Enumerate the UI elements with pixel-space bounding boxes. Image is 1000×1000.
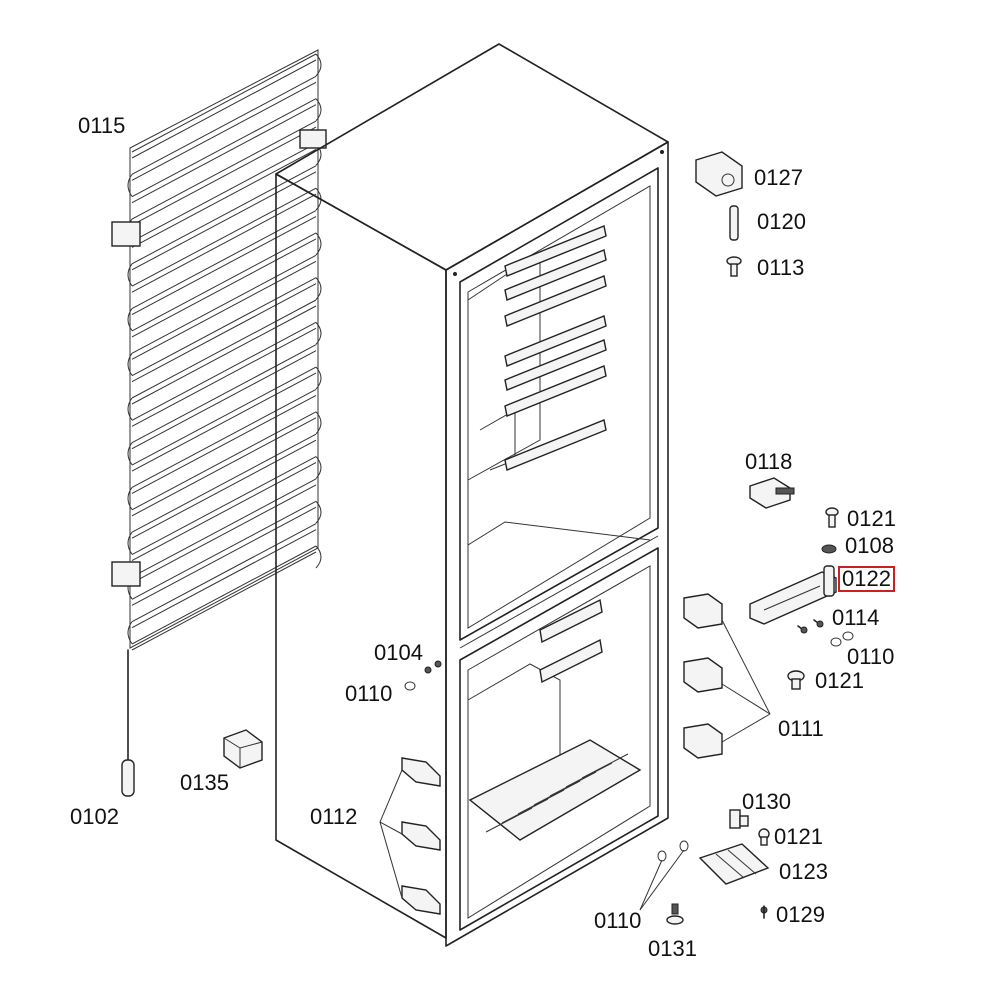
- hinge-cap-parts-0112: [379, 757, 441, 915]
- hinge-pin-part-0120: [729, 205, 739, 241]
- callout-label-0121-middle: 0121: [815, 668, 864, 693]
- top-hinge-part-0127: [695, 151, 743, 197]
- callout-label-0122-highlighted: 0122: [838, 566, 895, 592]
- washer-part-0110-left: [404, 681, 416, 691]
- callout-label-0113: 0113: [757, 255, 805, 280]
- part-0130: [729, 809, 749, 829]
- screw-part-0121-middle: [787, 670, 805, 690]
- callout-label-0118: 0118: [745, 449, 793, 474]
- callout-label-0110-left: 0110: [345, 681, 393, 706]
- callout-label-0130: 0130: [742, 789, 791, 814]
- callout-label-0110-right: 0110: [847, 644, 895, 669]
- callout-label-0121-bottom: 0121: [774, 824, 823, 849]
- screw-part-0113: [726, 256, 742, 277]
- foot-part-0131: [666, 903, 684, 925]
- callout-label-0115: 0115: [78, 113, 126, 138]
- spacer-blocks-part-0111: [683, 593, 771, 759]
- washers-part-0110-right: [830, 631, 854, 647]
- middle-hinge-part-0122: [749, 565, 837, 625]
- callout-label-0129: 0129: [776, 902, 825, 927]
- condenser-coil-part: [111, 49, 327, 797]
- bracket-part-0118: [749, 477, 795, 509]
- callout-label-0108: 0108: [845, 533, 894, 558]
- screw-part-0121-top: [825, 507, 839, 528]
- callout-label-0104: 0104: [374, 640, 423, 665]
- callout-label-0112: 0112: [310, 804, 358, 829]
- callout-label-0102: 0102: [70, 804, 119, 829]
- bottom-hinge-plate-part-0123: [698, 843, 770, 885]
- screw-part-0121-bottom: [758, 828, 770, 846]
- callout-label-0131: 0131: [648, 936, 697, 961]
- callout-label-0110-bottom: 0110: [594, 908, 642, 933]
- washer-part-0108: [821, 544, 837, 554]
- callout-label-0135: 0135: [180, 770, 229, 795]
- fridge-cabinet: [275, 43, 669, 947]
- callout-label-0127: 0127: [754, 165, 803, 190]
- callout-label-0120: 0120: [757, 209, 806, 234]
- callout-label-0111: 0111: [778, 716, 824, 741]
- screw-part-0129: [760, 905, 768, 919]
- callout-label-0114: 0114: [832, 605, 880, 630]
- washers-part-0110-bottom: [639, 840, 689, 911]
- screws-part-0114: [797, 619, 824, 634]
- callout-label-0123: 0123: [779, 859, 828, 884]
- clip-part-0135: [223, 729, 263, 769]
- callout-label-0121-top: 0121: [847, 506, 896, 531]
- screw-part-0104: [424, 660, 442, 674]
